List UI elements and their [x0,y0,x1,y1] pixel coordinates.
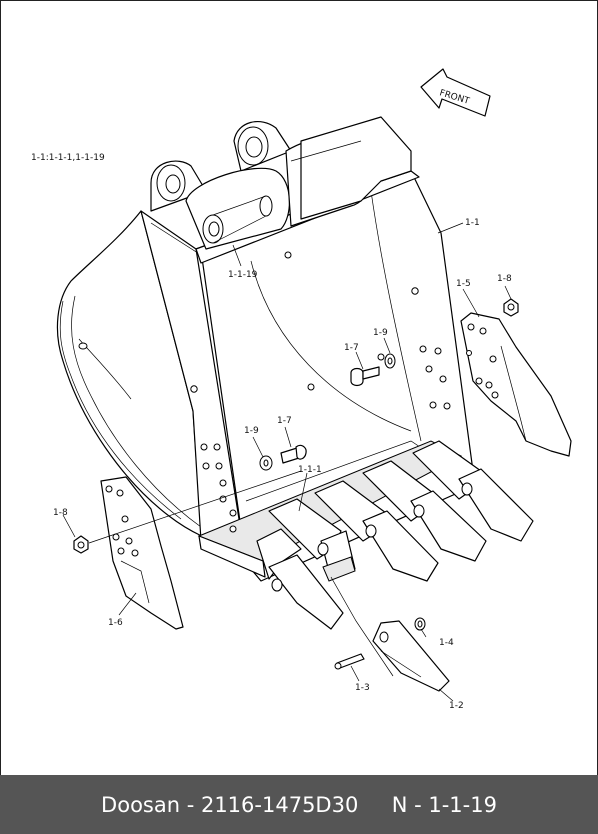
footer-bar: Doosan - 2116-1475D30 N - 1-1-19 [0,775,598,834]
callout-1-1-19: 1-1-19 [228,270,258,280]
callout-1-1: 1-1 [465,218,480,228]
teeth-adapters [256,440,534,630]
callout-1-3: 1-3 [355,683,370,693]
callout-1-4: 1-4 [439,638,454,648]
exploded-tooth [334,617,450,692]
callout-1-9-upper: 1-9 [373,328,388,338]
callout-1-9-lower: 1-9 [244,426,259,436]
callout-1-7-upper: 1-7 [344,343,359,353]
side-cutter-left [100,476,184,630]
front-arrow: FRONT [420,68,491,117]
leader-lines [62,222,512,702]
footer-part-number: Doosan - 2116-1475D30 N - 1-1-19 [101,792,497,817]
callout-1-7-lower: 1-7 [277,416,292,426]
callout-1-8-right: 1-8 [497,274,512,284]
mounting-lugs [150,116,412,250]
callout-1-8-left: 1-8 [53,508,68,518]
reference-note: 1-1:1-1-1,1-1-19 [31,153,105,163]
callout-1-5: 1-5 [456,279,471,289]
bucket-exploded-diagram: FRONT 1-1:1-1-1,1-1-19 [31,68,572,711]
fasteners [73,298,519,554]
diagram-frame: FRONT 1-1:1-1-1,1-1-19 [0,0,598,776]
callout-1-6: 1-6 [108,618,123,628]
callout-1-2: 1-2 [449,701,464,711]
side-cutter-right [460,312,572,457]
callout-1-1-1: 1-1-1 [298,465,322,475]
